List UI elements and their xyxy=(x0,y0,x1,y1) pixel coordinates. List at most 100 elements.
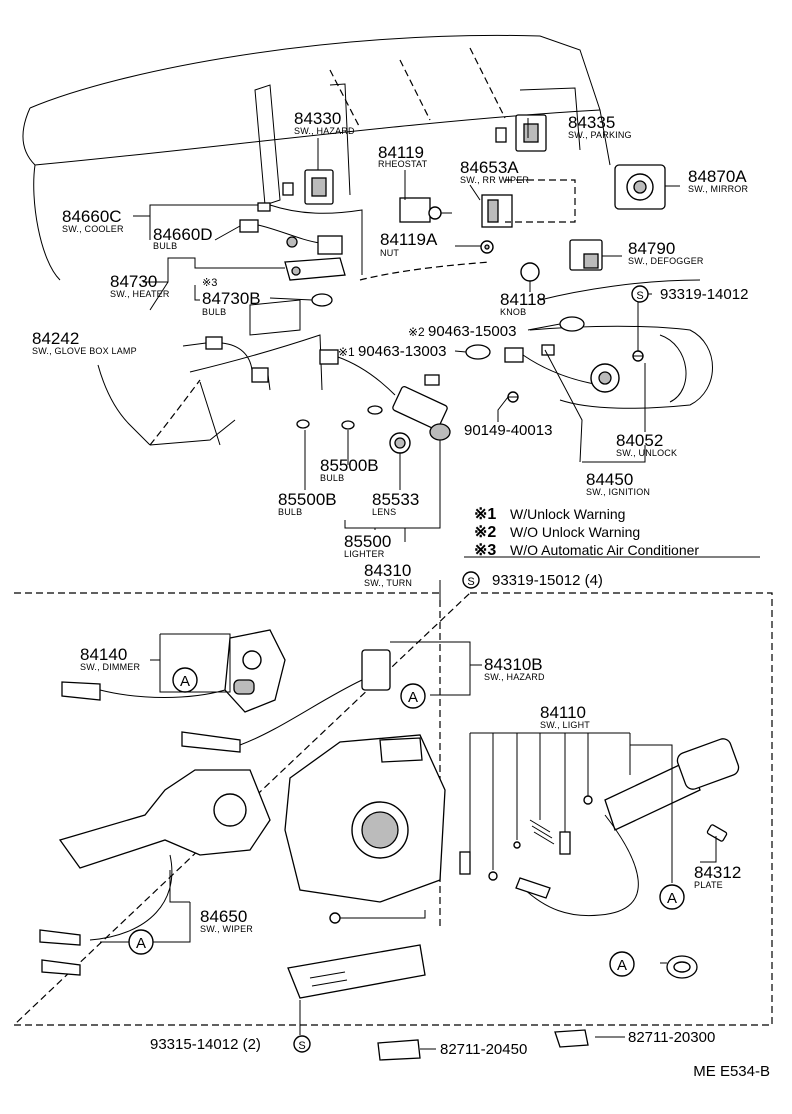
wiper-switch-84650 xyxy=(39,769,271,976)
part-number-84335: 84335 xyxy=(568,113,615,132)
part-number-84660D: 84660D xyxy=(153,225,213,244)
part-number-93319-15012: 93319-15012 (4) xyxy=(492,572,603,589)
clip-90463-13003 xyxy=(465,344,491,360)
part-desc-85500: LIGHTER xyxy=(344,549,385,559)
part-number-82711-20450: 82711-20450 xyxy=(440,1041,527,1058)
part-number-90463-15003: 90463-15003 xyxy=(428,323,516,340)
dashboard-outline xyxy=(22,34,713,446)
part-number-84730B: 84730B xyxy=(202,289,261,308)
connector-82711-20450 xyxy=(377,1039,421,1061)
parking-switch-84335 xyxy=(495,114,547,152)
part-desc-84310: SW., TURN xyxy=(364,578,412,588)
part-number-90463-13003: 90463-13003 xyxy=(358,343,446,360)
callout-a-light: A xyxy=(659,884,685,910)
hazard-switch-84330 xyxy=(282,169,334,205)
legend-text-3: W/O Automatic Air Conditioner xyxy=(510,542,699,558)
legend-text-2: W/O Unlock Warning xyxy=(510,524,640,540)
lighter-85500 xyxy=(296,349,451,454)
part-number-84790: 84790 xyxy=(628,239,675,258)
rr-wiper-switch-84653A xyxy=(481,179,576,228)
defogger-switch-84790 xyxy=(569,239,603,271)
legend-text-1: W/Unlock Warning xyxy=(510,506,625,522)
unlock-switch-84052 xyxy=(504,344,620,393)
light-switch-84110 xyxy=(459,738,740,917)
part-desc-85533: LENS xyxy=(372,507,396,517)
callout-a-dimmer: A xyxy=(172,667,198,693)
plate-84312 xyxy=(706,824,728,842)
screw-symbol-93319-14012: S xyxy=(631,285,649,303)
part-number-85500B-bulb: 85500B xyxy=(278,490,337,509)
part-number-84310: 84310 xyxy=(364,561,411,580)
part-desc-84242: SW., GLOVE BOX LAMP xyxy=(32,346,137,356)
bulb-84730B xyxy=(311,293,333,307)
part-number-84870A: 84870A xyxy=(688,167,747,186)
part-number-85533: 85533 xyxy=(372,490,419,509)
part-number-84118: 84118 xyxy=(500,290,546,309)
lower-parts xyxy=(39,629,740,1061)
part-desc-84335: SW., PARKING xyxy=(568,130,632,140)
heater-switch-84730 xyxy=(284,257,346,281)
mark-90463-15003: ※2 xyxy=(408,325,425,339)
mirror-switch-84870A xyxy=(614,164,666,210)
part-number-84660C: 84660C xyxy=(62,207,122,226)
part-number-84119A: 84119A xyxy=(380,230,438,249)
screw-90149-40013 xyxy=(507,391,519,403)
part-desc-84730B: BULB xyxy=(202,307,226,317)
part-number-84650: 84650 xyxy=(200,907,247,926)
part-desc-84118: KNOB xyxy=(500,307,526,317)
nut-84119A xyxy=(480,240,494,254)
part-desc-84650: SW., WIPER xyxy=(200,924,253,934)
part-number-93315-14012: 93315-14012 (2) xyxy=(150,1036,261,1053)
leader-lines-lower xyxy=(100,633,717,1050)
legend-mark-2: ※2 xyxy=(474,524,496,541)
svg-text:A: A xyxy=(408,689,418,706)
svg-text:S: S xyxy=(298,1040,305,1052)
part-number-84242: 84242 xyxy=(32,329,79,348)
glove-box-lamp-84242 xyxy=(205,336,271,391)
screw-93319-15012 xyxy=(329,912,348,924)
hazard-switch-84310B xyxy=(181,649,391,753)
part-number-90149-40013: 90149-40013 xyxy=(464,422,552,439)
part-number-84450: 84450 xyxy=(586,470,633,489)
part-number-84140: 84140 xyxy=(80,645,127,664)
callout-a-markers: A A A A A xyxy=(128,667,685,977)
turn-switch-body-84310 xyxy=(284,734,446,903)
part-number-84110: 84110 xyxy=(540,703,586,722)
screw-symbol-93319-15012: S xyxy=(462,571,480,589)
part-number-84119: 84119 xyxy=(378,143,424,162)
part-desc-84110: SW., LIGHT xyxy=(540,720,590,730)
part-number-84312: 84312 xyxy=(694,863,741,882)
part-desc-84119: RHEOSTAT xyxy=(378,159,428,169)
svg-text:A: A xyxy=(180,673,190,690)
part-number-84052: 84052 xyxy=(616,431,663,450)
clip-90463-15003 xyxy=(559,316,585,332)
part-desc-84790: SW., DEFOGGER xyxy=(628,256,704,266)
callout-a-clamp: A xyxy=(609,951,635,977)
part-number-84330: 84330 xyxy=(294,109,341,128)
part-number-85500: 85500 xyxy=(344,532,391,551)
part-desc-84330: SW., HAZARD xyxy=(294,126,355,136)
screw-symbols: S S S xyxy=(293,285,649,1053)
cooler-switch-84660C xyxy=(257,202,271,212)
part-desc-84310B: SW., HAZARD xyxy=(484,672,545,682)
part-number-84730: 84730 xyxy=(110,272,157,291)
part-desc-84660C: SW., COOLER xyxy=(62,224,124,234)
part-desc-84312: PLATE xyxy=(694,880,723,890)
part-number-93319-14012: 93319-14012 xyxy=(660,286,748,303)
part-number-82711-20300: 82711-20300 xyxy=(628,1029,715,1046)
legend-mark-1: ※1 xyxy=(474,506,496,523)
part-desc-84052: SW., UNLOCK xyxy=(616,448,677,458)
svg-text:A: A xyxy=(136,935,146,952)
callout-a-hazard: A xyxy=(400,683,426,709)
dimmer-switch-84140 xyxy=(61,629,286,713)
callout-a-wiper: A xyxy=(128,929,154,955)
screw-93319-14012 xyxy=(632,350,644,362)
part-desc-84140: SW., DIMMER xyxy=(80,662,140,672)
legend: ※1 W/Unlock Warning ※2 W/O Unlock Warnin… xyxy=(474,506,699,559)
mark-90463-13003: ※1 xyxy=(338,345,355,359)
svg-text:A: A xyxy=(617,957,627,974)
svg-text:S: S xyxy=(467,576,474,588)
part-desc-84660D: BULB xyxy=(153,241,177,251)
bulb-84660D xyxy=(239,219,343,255)
